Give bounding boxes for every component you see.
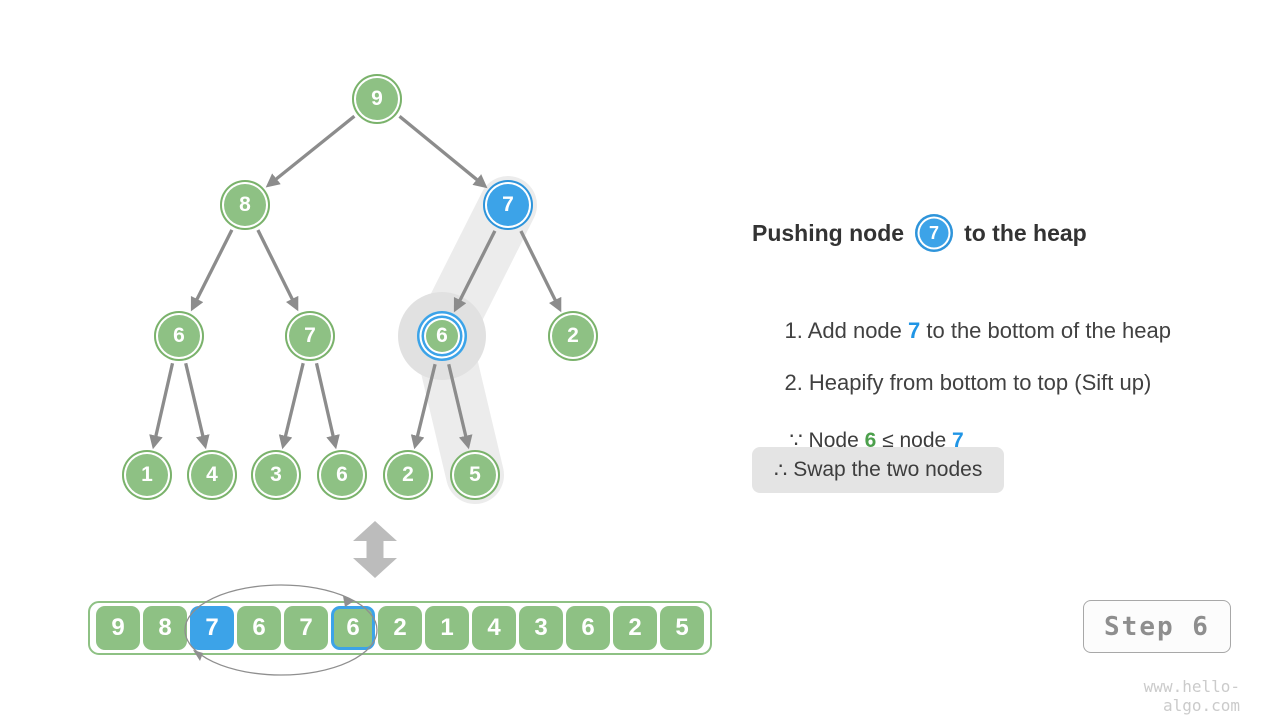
therefore-statement: ∴ Swap the two nodes (752, 447, 1005, 493)
because-mid-text: ≤ node (876, 429, 953, 452)
array-cell: 1 (425, 606, 469, 650)
step2-text: 2. Heapify from bottom to top (Sift up) (784, 370, 1152, 395)
tree-edge (314, 362, 340, 450)
because-blue-value: 7 (952, 429, 964, 452)
array-cell: 9 (96, 606, 140, 650)
step-item-1: 1. Add node 7 to the bottom of the heap (760, 292, 1171, 370)
tree-edge (265, 114, 356, 188)
tree-array-sync-arrow (353, 521, 397, 578)
tree-node: 1 (122, 450, 172, 500)
array-cell: 8 (143, 606, 187, 650)
because-symbol: ∵ (789, 429, 803, 452)
tree-edge (398, 115, 488, 189)
tree-edge (410, 363, 437, 450)
panel-title-post: to the heap (964, 219, 1087, 246)
tree-node: 6 (317, 450, 367, 500)
array-cell: 6 (566, 606, 610, 650)
tree-node: 5 (450, 450, 500, 500)
array-cell: 2 (378, 606, 422, 650)
tree-node: 3 (251, 450, 301, 500)
tree-edge (184, 362, 210, 450)
watermark: www.hello-algo.com (1143, 677, 1240, 715)
tree-node: 4 (187, 450, 237, 500)
tree-edge (453, 230, 497, 313)
tree-edge (256, 229, 299, 312)
array-cell: 4 (472, 606, 516, 650)
because-green-value: 6 (864, 429, 877, 452)
array-cell: 5 (660, 606, 704, 650)
therefore-symbol: ∴ (774, 458, 788, 482)
pushed-node-badge: 7 (915, 214, 954, 252)
tree-node: 9 (352, 74, 402, 124)
array-cell: 7 (284, 606, 328, 650)
array-cell: 3 (519, 606, 563, 650)
array-cell: 6 (237, 606, 281, 650)
tree-node: 8 (220, 180, 270, 230)
heap-array: 9 8 7 6 7 6 2 1 4 3 6 2 5 (88, 601, 712, 655)
step1-highlight: 7 (908, 318, 921, 343)
tree-edge (149, 362, 175, 450)
tree-node-compared: 6 (417, 311, 467, 361)
step-indicator[interactable]: Step 6 (1083, 600, 1231, 653)
because-text: Node (802, 429, 865, 452)
tree-edge (278, 362, 305, 450)
step-item-2: 2. Heapify from bottom to top (Sift up) (760, 344, 1151, 422)
tree-edge (519, 230, 562, 313)
panel-title: Pushing node 7 to the heap (752, 212, 1087, 254)
array-cell-pushed: 7 (190, 606, 234, 650)
tree-node: 7 (285, 311, 335, 361)
tree-edge (190, 229, 234, 312)
tree-node-pushed: 7 (483, 180, 533, 230)
tree-node: 2 (383, 450, 433, 500)
tree-node: 6 (154, 311, 204, 361)
array-cell-compared: 6 (331, 606, 375, 650)
step1-text-end: to the bottom of the heap (920, 318, 1171, 343)
because-statement: ∵ Node 6 ≤ node 7 (766, 404, 964, 477)
therefore-text: Swap the two nodes (787, 458, 983, 481)
panel-title-pre: Pushing node (752, 219, 905, 246)
tree-node: 2 (548, 311, 598, 361)
step1-text: 1. Add node (784, 318, 909, 343)
array-cell: 2 (613, 606, 657, 650)
tree-edge (447, 363, 473, 450)
